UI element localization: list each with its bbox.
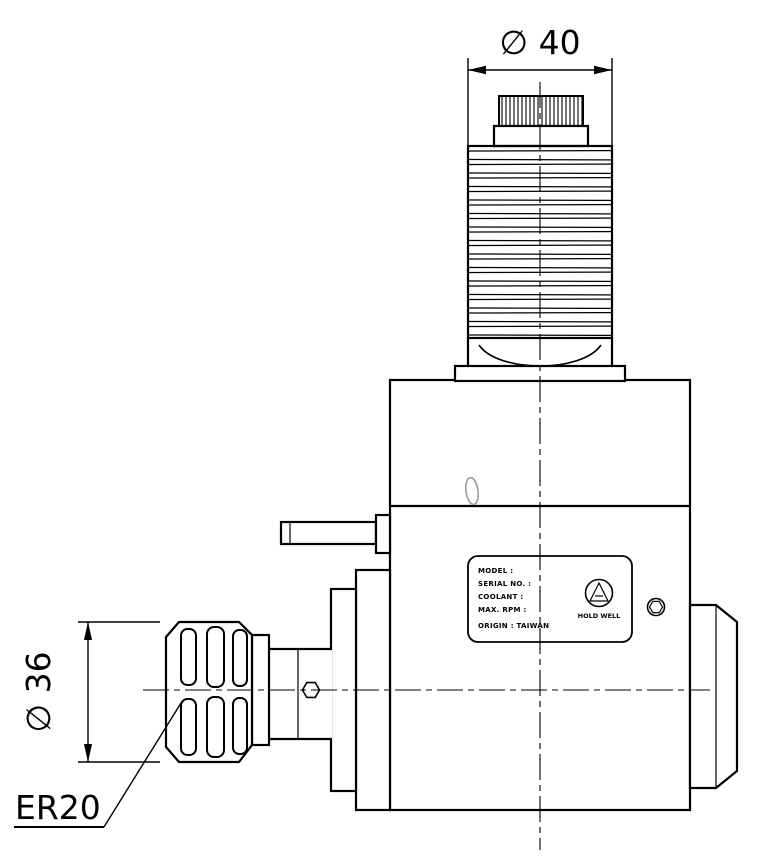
collet-slot	[180, 698, 197, 756]
output-shaft	[266, 647, 332, 741]
collet-slot	[232, 697, 248, 755]
logo-circle	[584, 578, 614, 608]
arrowhead-left	[468, 65, 486, 75]
screw-circle	[646, 597, 666, 617]
left-output-assembly	[164, 513, 392, 812]
extension-lines	[78, 621, 160, 763]
body-hex-screw	[646, 597, 666, 617]
nameplate-model: MODEL :	[478, 567, 513, 575]
knurled-cap	[498, 95, 584, 127]
nameplate-outline	[467, 555, 633, 643]
callout-leader-line	[103, 702, 182, 828]
collet-callout: ER20	[14, 702, 182, 828]
shank-neck-sides	[466, 338, 614, 367]
side-pin	[279, 520, 378, 546]
screw-hexagon	[648, 600, 664, 614]
collet-slot	[206, 696, 225, 758]
right-output-boss	[688, 603, 739, 790]
brand-logo-icon	[584, 578, 614, 608]
arrowhead-right	[594, 65, 612, 75]
collet-slot	[180, 628, 197, 686]
nameplate-rpm: MAX. RPM :	[478, 606, 527, 614]
collet-slot	[232, 629, 248, 687]
arrowhead-top	[84, 622, 92, 640]
body-oval-detail	[464, 476, 480, 506]
cap-collar	[492, 124, 590, 148]
side-pin-collar	[374, 513, 392, 555]
nameplate-coolant: COOLANT :	[478, 593, 524, 601]
nameplate-brand: HOLD WELL	[578, 612, 621, 620]
nameplate-serial: SERIAL NO. :	[478, 580, 531, 588]
collet-diameter-dimension: ∅ 36	[19, 621, 160, 763]
collet-slot	[206, 626, 225, 688]
nameplate-origin: ORIGIN : TAIWAN	[478, 622, 549, 630]
dim-collet-diameter-text: ∅ 36	[19, 651, 58, 732]
collet-nut	[164, 620, 254, 764]
main-body: MODEL : SERIAL NO. : COOLANT : MAX. RPM …	[388, 378, 739, 812]
arrowhead-bottom	[84, 744, 92, 762]
centerlines	[143, 82, 710, 850]
extension-lines	[467, 58, 613, 145]
logo-triangle	[589, 581, 609, 602]
top-diameter-dimension: ∅ 40	[467, 23, 613, 145]
collet-nut-outline	[164, 620, 254, 764]
dim-top-diameter-text: ∅ 40	[499, 23, 580, 62]
collet-type-text: ER20	[15, 788, 101, 827]
nameplate: MODEL : SERIAL NO. : COOLANT : MAX. RPM …	[467, 555, 633, 643]
